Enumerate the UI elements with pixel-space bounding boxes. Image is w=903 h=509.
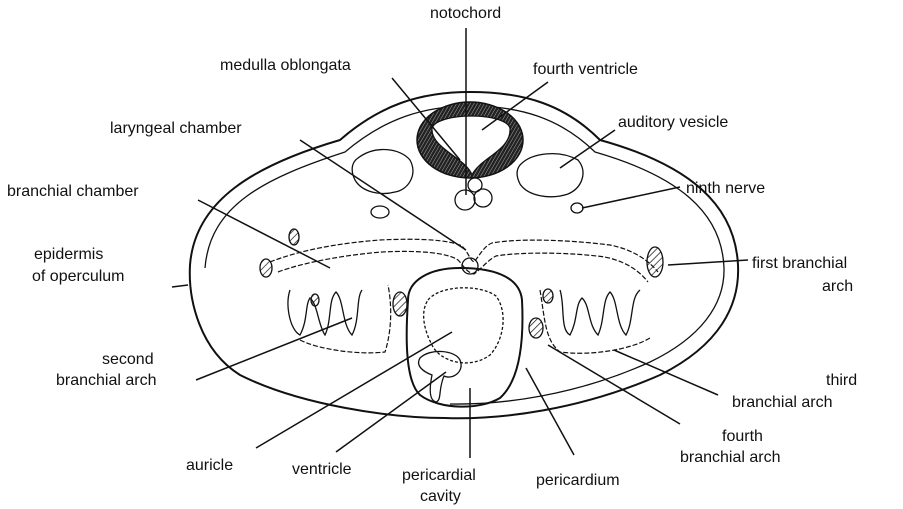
label-pericardial-line2: cavity xyxy=(420,488,461,505)
leader-ventricle xyxy=(336,372,446,452)
left-hatched-1 xyxy=(260,259,272,277)
label-fourth-ventricle: fourth ventricle xyxy=(533,61,638,78)
pericardium-wall xyxy=(407,268,523,407)
label-notochord: notochord xyxy=(430,5,501,22)
left-hatched-3 xyxy=(393,292,407,316)
leader-epidermis xyxy=(172,285,188,287)
label-fourth-branchial-line2: branchial arch xyxy=(680,449,781,466)
label-pericardium: pericardium xyxy=(536,472,620,489)
leader-branchial-chamber xyxy=(198,200,330,268)
auditory-vesicle-right xyxy=(517,154,583,197)
leader-auditory xyxy=(560,130,615,168)
right-hatched-1 xyxy=(647,247,663,277)
leader-auricle xyxy=(256,332,452,448)
label-pericardial-line1: pericardial xyxy=(402,467,476,484)
left-hatched-4 xyxy=(311,294,319,306)
label-fourth-branchial-line1: fourth xyxy=(722,428,763,445)
right-hatched-2 xyxy=(529,318,543,338)
label-second-branchial-line1: second xyxy=(102,351,154,368)
label-epidermis-line2: of operculum xyxy=(32,268,125,285)
pharynx-roof-inner xyxy=(278,251,648,282)
leader-ninth-nerve xyxy=(582,187,680,208)
label-ninth-nerve: ninth nerve xyxy=(686,180,765,197)
label-auditory-vesicle: auditory vesicle xyxy=(618,114,728,131)
label-branchial-chamber: branchial chamber xyxy=(7,183,139,200)
small-blob-left xyxy=(371,206,389,218)
label-third-branchial-line2: branchial arch xyxy=(732,394,833,411)
label-first-branchial-line1: first branchial xyxy=(752,255,847,272)
label-ventricle: ventricle xyxy=(292,461,352,478)
notochord-blob-1 xyxy=(455,190,475,210)
label-auricle: auricle xyxy=(186,457,233,474)
label-laryngeal-chamber: laryngeal chamber xyxy=(110,120,242,137)
leader-first-branchial xyxy=(668,260,748,265)
label-second-branchial-line2: branchial arch xyxy=(56,372,157,389)
notochord-blob-3 xyxy=(468,178,482,192)
label-medulla-oblongata: medulla oblongata xyxy=(220,57,351,74)
leader-third-branchial xyxy=(614,350,718,395)
right-gills xyxy=(560,290,640,335)
auditory-vesicle-left xyxy=(352,150,413,194)
laryngeal-knob xyxy=(462,258,478,274)
left-hatched-2 xyxy=(289,229,299,245)
small-blob-right xyxy=(571,203,583,213)
label-epidermis-line1: epidermis xyxy=(34,246,103,263)
right-hatched-3 xyxy=(543,289,553,303)
label-first-branchial-line2: arch xyxy=(822,278,853,295)
label-third-branchial-line1: third xyxy=(826,372,857,389)
pharynx-floor-right xyxy=(540,290,650,353)
